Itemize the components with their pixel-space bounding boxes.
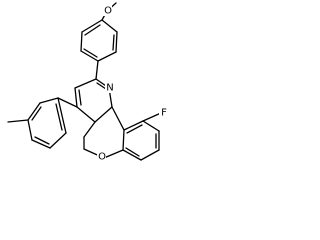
atom-label-fluorine: F bbox=[159, 107, 168, 119]
atom-label-nitrogen: N bbox=[105, 82, 115, 94]
atom-label-pyran-oxygen: O bbox=[97, 152, 106, 163]
chemical-structure-diagram: O N F O bbox=[7, 2, 168, 163]
atom-label-methoxy-oxygen: O bbox=[103, 5, 112, 17]
svg-text:O: O bbox=[98, 152, 106, 163]
fluorine-bond bbox=[142, 112, 162, 122]
svg-text:F: F bbox=[161, 108, 167, 119]
svg-text:N: N bbox=[106, 83, 113, 94]
fluorophenyl-ring bbox=[122, 120, 160, 161]
methyl-bond bbox=[7, 119, 29, 123]
tolyl-link-bond bbox=[57, 97, 78, 108]
tolyl-ring bbox=[27, 97, 67, 149]
methoxyphenyl-ring bbox=[80, 19, 118, 62]
aryl-pyridine-bond bbox=[95, 60, 99, 80]
svg-text:O: O bbox=[104, 6, 112, 17]
